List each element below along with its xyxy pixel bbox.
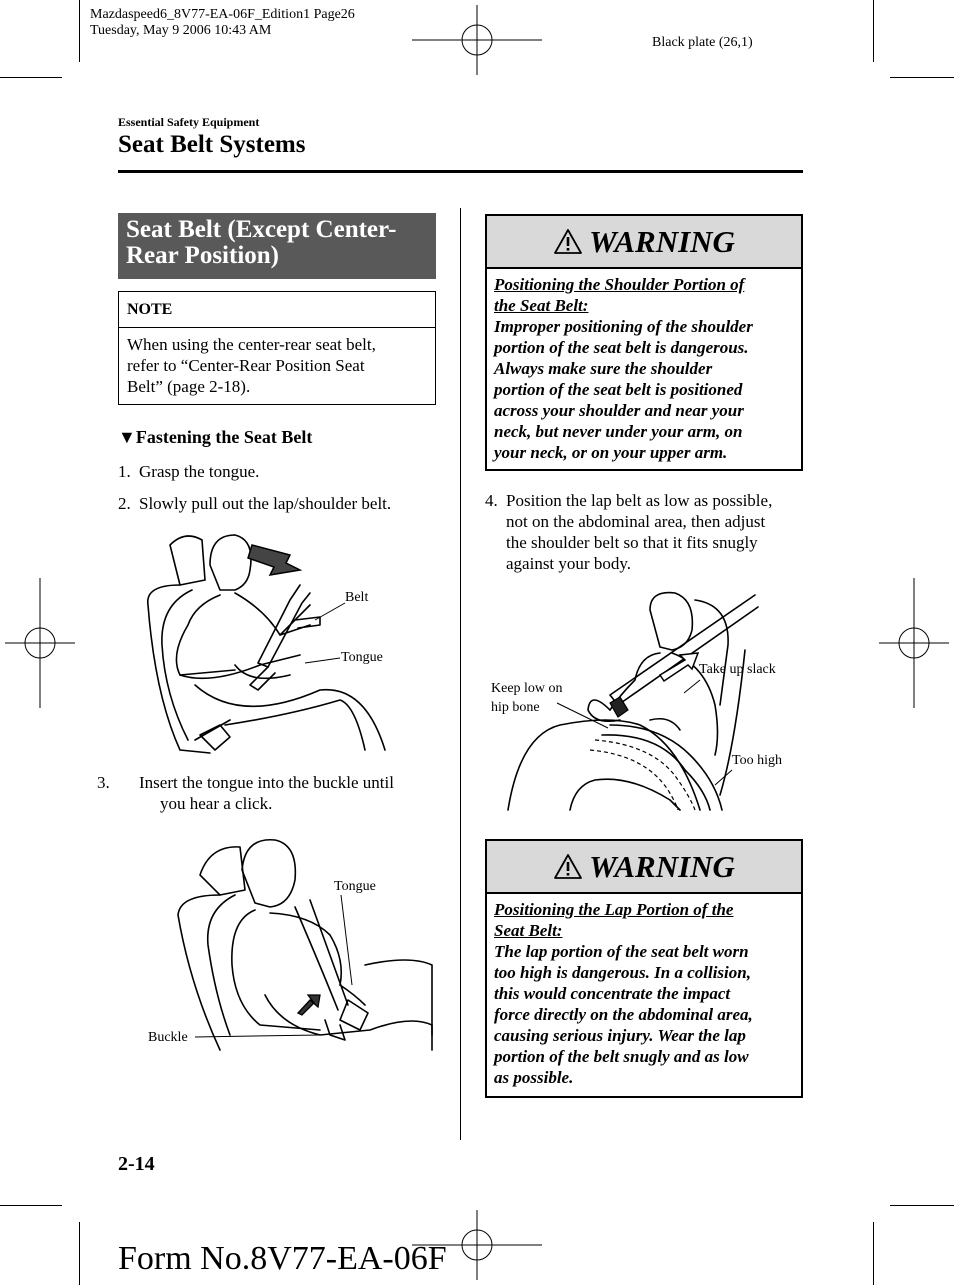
warning-lap: WARNING Positioning the Lap Portion of t… [485,839,803,1098]
warning-line: force directly on the abdominal area, [494,1005,753,1024]
warning-line: portion of the seat belt is positioned [494,380,743,399]
note-box: NOTE When using the center-rear seat bel… [118,291,436,405]
step-number: 4. [485,491,498,510]
step-text: Insert the tongue into the buckle until [139,773,394,792]
figure-pull-belt [147,534,386,754]
warning-line: Improper positioning of the shoulder [494,317,753,336]
section-heading-line2: Rear Position) [126,242,279,269]
warning-line: neck, but never under your arm, on [494,422,743,441]
note-line: When using the center-rear seat belt, [127,335,376,354]
figure-insert-tongue [177,839,433,1051]
warning-body: Positioning the Shoulder Portion of the … [487,269,801,468]
column-divider [460,208,461,1140]
step-text: against your body. [506,554,631,573]
form-number: Form No.8V77-EA-06F [118,1240,447,1277]
label-keep-low-line2: hip bone [491,700,540,715]
subsection-heading: ▼Fastening the Seat Belt [118,427,312,448]
warning-line: portion of the belt snugly and as low [494,1047,749,1066]
section-label: Essential Safety Equipment [118,115,260,129]
chapter-title: Seat Belt Systems [118,131,306,158]
registration-mark-left [5,578,75,708]
note-body: When using the center-rear seat belt, re… [119,328,435,403]
figure-belt-position [507,591,759,811]
label-tongue: Tongue [341,650,383,665]
warning-title: WARNING [589,848,735,884]
file-info-line2: Tuesday, May 9 2006 10:43 AM [90,23,272,38]
label-tongue-2: Tongue [334,879,376,894]
warning-subtitle: Seat Belt: [494,921,563,940]
step-3: 3. Insert the tongue into the buckle unti… [97,772,448,814]
warning-header: WARNING [487,216,801,269]
warning-line: too high is dangerous. In a collision, [494,963,751,982]
note-line: refer to “Center-Rear Position Seat [127,356,365,375]
step-text: not on the abdominal area, then adjust [506,512,766,531]
label-keep-low-line1: Keep low on [491,681,563,696]
step-number: 3. [97,773,110,792]
warning-triangle-icon [554,854,582,879]
label-take-up-slack: Take up slack [699,662,776,677]
chapter-rule [118,170,803,173]
warning-line: The lap portion of the seat belt worn [494,942,749,961]
file-info: Mazdaspeed6_8V77-EA-06F_Edition1 Page26 … [90,7,355,39]
label-belt: Belt [345,590,369,605]
warning-body: Positioning the Lap Portion of the Seat … [487,894,801,1093]
warning-line: as possible. [494,1068,574,1087]
file-info-line1: Mazdaspeed6_8V77-EA-06F_Edition1 Page26 [90,7,355,22]
warning-line: this would concentrate the impact [494,984,731,1003]
note-title: NOTE [119,292,435,328]
triangle-down-icon: ▼ [118,427,136,447]
warning-shoulder: WARNING Positioning the Shoulder Portion… [485,214,803,471]
step-number: 2. [118,494,131,513]
note-line: Belt” (page 2-18). [127,377,251,396]
warning-subtitle: Positioning the Lap Portion of the [494,900,734,919]
warning-title: WARNING [589,223,735,259]
registration-mark-bottom [412,1210,542,1280]
plate-info: Black plate (26,1) [652,35,753,50]
registration-mark-top [412,5,542,75]
registration-mark-right [879,578,949,708]
warning-subtitle: Positioning the Shoulder Portion of [494,275,745,294]
section-heading-line1: Seat Belt (Except Center- [126,216,397,243]
section-heading: Seat Belt (Except Center- Rear Position) [118,213,436,279]
step-text: Slowly pull out the lap/shoulder belt. [139,494,392,513]
step-text: you hear a click. [160,794,273,813]
step-text: the shoulder belt so that it fits snugly [506,533,758,552]
page-number: 2-14 [118,1153,155,1175]
warning-line: across your shoulder and near your [494,401,744,420]
warning-line: causing serious injury. Wear the lap [494,1026,746,1045]
label-keep-low: Keep low on hip bone [491,679,563,717]
warning-line: portion of the seat belt is dangerous. [494,338,749,357]
warning-triangle-icon [554,229,582,254]
warning-subtitle: the Seat Belt: [494,296,589,315]
label-buckle: Buckle [148,1030,188,1045]
subsection-title: Fastening the Seat Belt [135,427,313,447]
step-2: 2. Slowly pull out the lap/shoulder belt. [118,493,391,514]
step-1: 1. Grasp the tongue. [118,461,259,482]
warning-line: Always make sure the shoulder [494,359,713,378]
step-text: Position the lap belt as low as possible… [506,491,773,510]
label-too-high: Too high [732,753,782,768]
step-text: Grasp the tongue. [139,462,260,481]
warning-line: your neck, or on your upper arm. [494,443,728,462]
step-number: 1. [118,462,131,481]
warning-header: WARNING [487,841,801,894]
step-4: 4. Position the lap belt as low as possib… [485,490,805,574]
